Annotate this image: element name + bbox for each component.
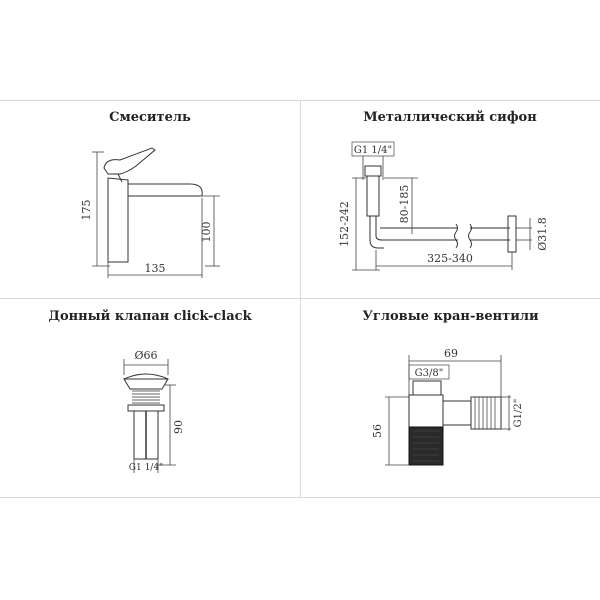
panel-drain: Донный клапан click-clack Ø66 90 G1 1/4" xyxy=(0,299,300,497)
bottom-divider xyxy=(0,497,600,498)
thread-label: G1 1/4" xyxy=(129,463,163,473)
dim-height-spout: 100 xyxy=(200,222,213,243)
panel-title: Донный клапан click-clack xyxy=(48,309,252,324)
thread-inlet: G3/8" xyxy=(415,368,444,379)
dim-diameter: Ø66 xyxy=(134,349,157,362)
panel-title: Металлический сифон xyxy=(363,110,537,125)
panel-angle-valve: Угловые кран-вентили 69 G3/8" xyxy=(301,299,600,497)
dim-height: 56 xyxy=(371,424,384,438)
dim-height-range: 152-242 xyxy=(338,201,351,247)
thread-outlet: G1/2" xyxy=(513,399,524,428)
drain-drawing: Ø66 90 G1 1/4" xyxy=(123,349,185,473)
dim-diameter: Ø31.8 xyxy=(536,217,549,251)
dim-length-range: 325-340 xyxy=(427,252,473,265)
faucet-drawing: 175 100 135 xyxy=(80,147,220,278)
thread-label: G1 1/4" xyxy=(354,145,392,156)
angle-valve-drawing: 69 G3/8" G1/2" 56 xyxy=(371,347,524,466)
dim-height: 90 xyxy=(172,420,185,434)
dim-reach: 135 xyxy=(145,262,166,275)
panel-faucet: Смеситель 175 100 135 xyxy=(0,100,300,298)
panel-siphon: Металлический сифон G1 1/4" 152-242 80-1… xyxy=(300,100,600,298)
center-vertical-divider xyxy=(300,100,301,497)
panel-title: Смеситель xyxy=(109,110,191,125)
dim-length: 69 xyxy=(444,347,458,360)
dim-inlet-range: 80-185 xyxy=(398,185,411,224)
panel-title: Угловые кран-вентили xyxy=(362,309,539,324)
dim-height-total: 175 xyxy=(80,200,93,221)
siphon-drawing: G1 1/4" 152-242 80-185 325-340 xyxy=(338,141,549,271)
